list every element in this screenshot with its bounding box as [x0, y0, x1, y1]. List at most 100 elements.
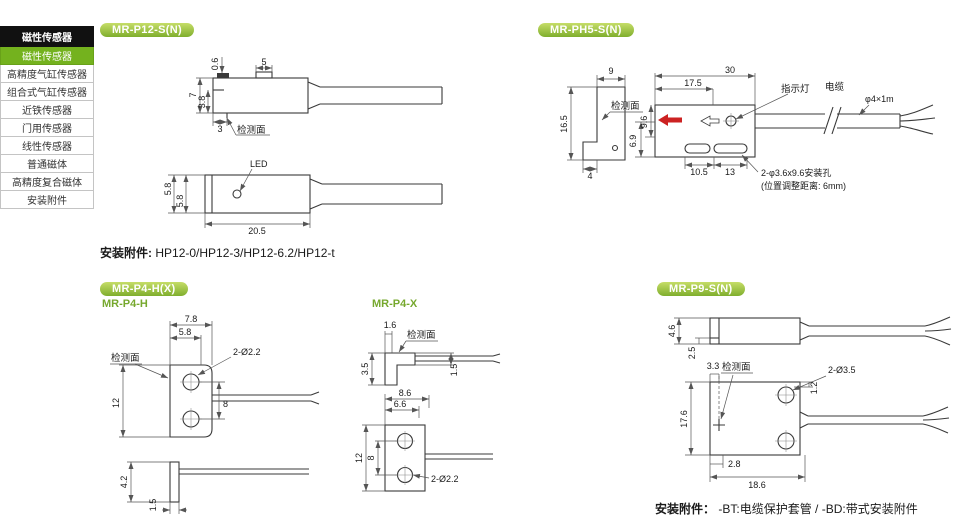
p4h-drawing: 7.8 5.8 2-Ø2.2 检测面 12 8 4.2 1.5	[110, 314, 320, 514]
ph5-cable-break	[823, 106, 842, 135]
p4x-dim-hole-pitch: 8	[366, 455, 376, 460]
p12-dim-width-a: 5.8	[163, 183, 173, 196]
p12-dim-width-b: 5.8	[175, 195, 185, 208]
p4x-wires	[425, 453, 493, 460]
p4h-dim-side-thickness: 1.5	[148, 499, 158, 512]
p4x-width-dimension-lines	[384, 394, 430, 425]
sidebar-item-linear-sensor[interactable]: 线性传感器	[0, 137, 94, 155]
ph5-dim-top-width: 9	[608, 66, 613, 76]
ph5-top-view-dimension-lines	[635, 73, 870, 173]
p4x-drawing: 1.6 检测面 3.5 1.5 8.6 6.6 12 8 2-Ø2.2	[354, 320, 501, 492]
ph5-dim-foot: 4	[587, 171, 592, 181]
p4h-dim-inner-width: 5.8	[179, 327, 192, 337]
p9-wire-ends-front	[922, 406, 950, 434]
section-title-mr-p12: MR-P12-S(N)	[100, 23, 194, 37]
p4x-side-wires	[415, 353, 501, 364]
p9-accessory-note-value: -BT:电缆保护套管 / -BD:带式安装附件	[718, 502, 918, 516]
p12-dim-height: 7	[188, 92, 198, 97]
ph5-slide-direction-arrow	[700, 115, 720, 127]
p9-front-view-dimension-lines	[685, 372, 827, 482]
p9-dim-width: 18.6	[748, 480, 766, 490]
p4x-front-view-dimension-lines	[362, 424, 430, 492]
p12-accessory-note: 安装附件: HP12-0/HP12-3/HP12-6.2/HP12-t	[100, 244, 335, 261]
p9-drawing: 4.6 2.5 3.3 检测面 2-Ø3.5 1.2 17.6 2.8 18.6	[667, 316, 952, 490]
p12-dim-face-offset: 3	[217, 124, 222, 134]
section-title-mr-ph5: MR-PH5-S(N)	[538, 23, 634, 37]
ph5-dim-length: 30	[725, 65, 735, 75]
p12-dim-length: 20.5	[248, 226, 266, 236]
variant-label-mr-p4-h: MR-P4-H	[102, 298, 148, 310]
p12-dim-bump-height: 0.6	[210, 58, 220, 71]
ph5-dim-hole-position: 17.5	[684, 78, 702, 88]
p12-top-view-body	[204, 174, 443, 214]
ph5-cable	[755, 113, 901, 129]
ph5-sensing-direction-red-arrow	[658, 114, 682, 126]
sidebar-item-magnetic-sensor[interactable]: 磁性传感器	[0, 47, 94, 65]
p4h-dim-height: 12	[111, 398, 121, 408]
sidebar-header: 磁性传感器	[0, 26, 94, 47]
p12-dim-led-position: 5	[261, 57, 266, 67]
p4h-side-view-body	[169, 461, 309, 503]
p4h-front-view-dimension-lines	[110, 321, 232, 438]
sidebar-item-near-iron-sensor[interactable]: 近铁传感器	[0, 101, 94, 119]
p12-side-view-dimension-lines	[196, 57, 273, 136]
ph5-dim-h2: 6.9	[628, 135, 638, 148]
sidebar-item-mounting-accessory[interactable]: 安装附件	[0, 191, 94, 209]
ph5-cable-label: 电缆	[825, 81, 845, 93]
ph5-dim-h1: 9.6	[639, 116, 649, 129]
ph5-mounting-slot-1	[684, 143, 711, 154]
p4x-holes-note: 2-Ø2.2	[431, 474, 459, 484]
ph5-top-view-body	[654, 104, 936, 158]
ph5-mounting-hole-note: 2-φ3.6x9.6安装孔	[761, 167, 831, 178]
p9-front-view-body	[709, 381, 950, 456]
p4x-front-view-body	[384, 424, 493, 492]
p12-drawing: 0.6 5 7 3.8 3 检测面 LED 5.8 5.8 20.5	[163, 57, 443, 236]
p9-dim-step: 2.5	[687, 347, 697, 360]
p4x-dim-w1: 8.6	[399, 388, 412, 398]
p4h-side-wires	[179, 468, 309, 475]
ph5-dim-slot1: 10.5	[690, 167, 708, 177]
sidebar-item-normal-magnet[interactable]: 普通磁体	[0, 155, 94, 173]
p4x-dim-w2: 6.6	[394, 399, 407, 409]
ph5-detection-face-label: 检测面	[611, 100, 640, 112]
p9-dim-face-offset: 3.3	[707, 361, 720, 371]
p9-holes-note: 2-Ø3.5	[828, 365, 856, 375]
p9-cable-top	[799, 321, 925, 341]
p4h-side-view-dimension-lines	[127, 461, 187, 514]
p4x-dim-top-thickness: 1.6	[384, 320, 397, 330]
p4h-holes-note: 2-Ø2.2	[233, 347, 261, 357]
sidebar-item-combined-cylinder-sensor[interactable]: 组合式气缸传感器	[0, 83, 94, 101]
p12-detection-face-label: 检测面	[237, 124, 266, 136]
ph5-wire-ends	[899, 104, 936, 135]
sidebar-item-high-precision-composite-magnet[interactable]: 高精度复合磁体	[0, 173, 94, 191]
p4x-detection-face-label: 检测面	[407, 329, 436, 341]
p12-top-view-dimension-lines	[168, 168, 311, 228]
p4x-side-view-body	[384, 352, 501, 386]
p9-cable-front	[799, 411, 923, 429]
p9-wire-ends-top	[924, 316, 952, 346]
p9-top-view-dimension-lines	[674, 317, 710, 345]
p4h-wires	[212, 391, 320, 405]
p9-accessory-note-label: 安装附件：	[655, 502, 716, 516]
p9-sensing-center-mark	[713, 419, 725, 431]
variant-label-mr-p4-x: MR-P4-X	[372, 298, 418, 310]
ph5-indicator-label: 指示灯	[781, 83, 810, 95]
section-title-mr-p9: MR-P9-S(N)	[657, 282, 745, 296]
p4x-dim-thickness: 1.5	[449, 364, 459, 377]
p12-dim-lower: 3.8	[197, 96, 207, 109]
p9-dim-hole-offset: 1.2	[809, 382, 819, 395]
p12-sensing-element	[217, 73, 229, 78]
p4x-dim-height: 12	[354, 453, 364, 463]
sidebar-item-high-precision-cylinder-sensor[interactable]: 高精度气缸传感器	[0, 65, 94, 83]
ph5-dim-height: 16.5	[559, 115, 569, 133]
ph5-mounting-slot-2	[713, 143, 748, 154]
p4x-dim-leg: 3.5	[360, 363, 370, 376]
p4h-dim-hole-pitch: 8	[223, 399, 228, 409]
ph5-dim-slot2: 13	[725, 167, 735, 177]
p12-led-indicator	[232, 189, 242, 199]
p12-accessory-note-label: 安装附件:	[100, 246, 152, 260]
p12-cable	[307, 81, 443, 110]
ph5-side-view-body	[582, 86, 626, 161]
p12-led-label: LED	[250, 159, 268, 169]
sidebar-item-door-sensor[interactable]: 门用传感器	[0, 119, 94, 137]
